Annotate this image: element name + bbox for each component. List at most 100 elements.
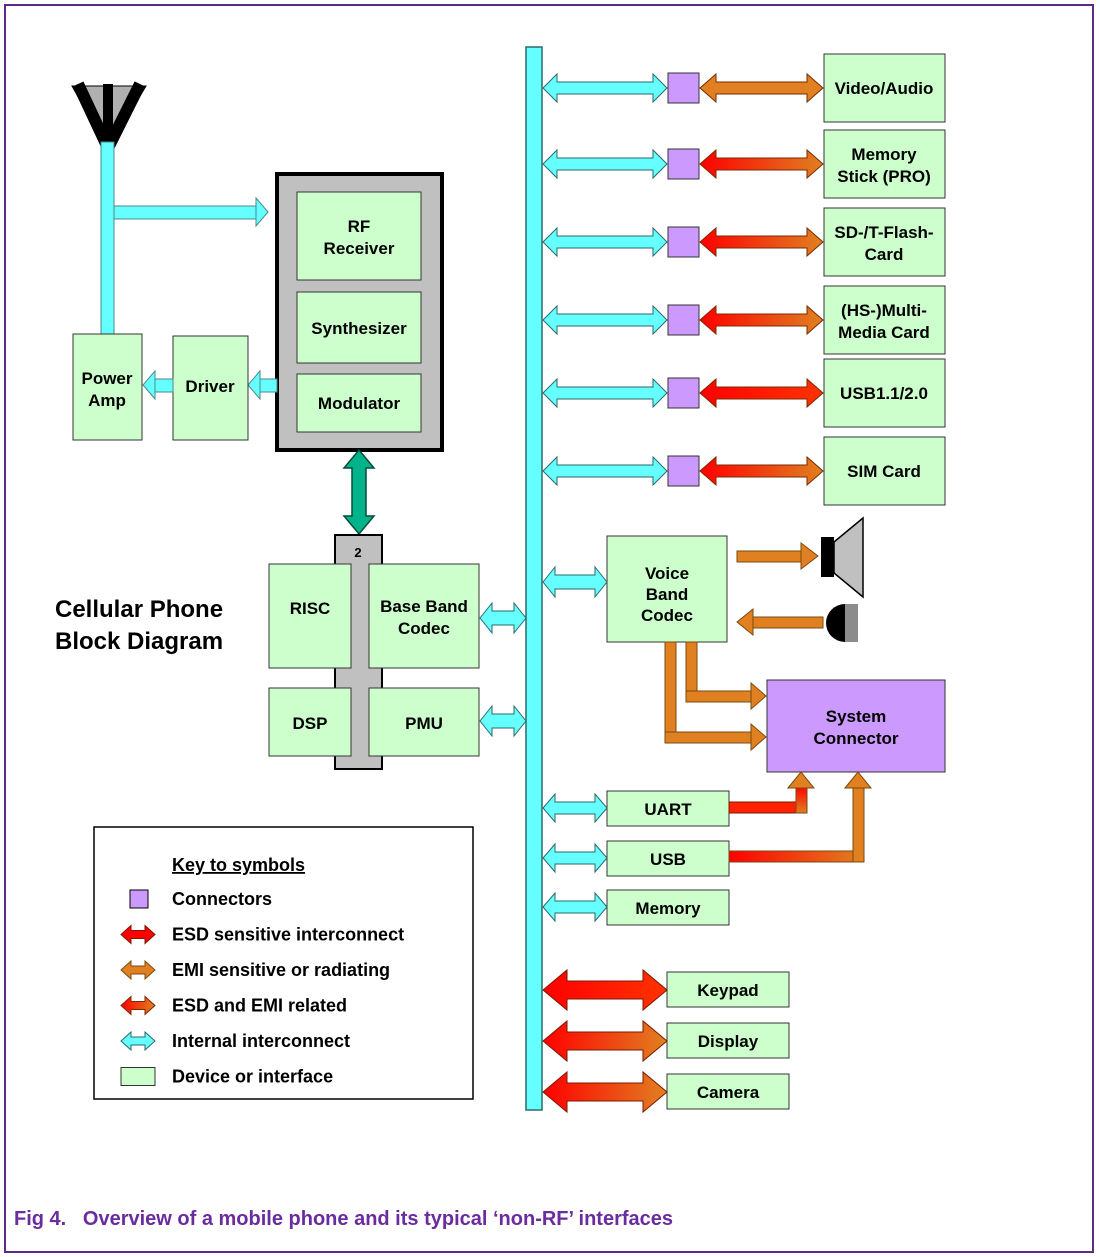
peripheral-row: SIM Card: [542, 436, 946, 506]
voice-codec-bus-arrow: [542, 565, 608, 599]
peripheral-device-box: [823, 285, 946, 355]
baseband-codec-block: Base Band Codec: [368, 563, 480, 669]
peripheral-row: (HS-)Multi-Media Card: [542, 285, 946, 355]
power-amp-block: Power Amp: [72, 333, 143, 441]
peripheral-row: SD-/T-Flash- Card: [542, 207, 946, 277]
legend-esd-arrow: [120, 924, 156, 945]
internal-interconnect-arrow: [542, 148, 668, 180]
risc-block: RISC: [268, 563, 352, 669]
microphone-icon: [736, 604, 858, 642]
pmu-label: PMU: [405, 714, 443, 733]
baseband-bus-number: 2: [354, 545, 361, 560]
pmu-block: PMU: [368, 687, 480, 757]
diagram-title-line-2: Block Diagram: [55, 628, 223, 655]
peripheral-link-arrow: [699, 304, 824, 336]
connector-box: [667, 226, 700, 258]
diagram-title-line-1: Cellular Phone: [55, 596, 223, 623]
uart-label: UART: [644, 800, 692, 819]
synthesizer-label: Synthesizer: [311, 319, 407, 338]
system-connector-block: System Connector: [766, 679, 946, 773]
uart-usb-connector-links: [728, 771, 873, 863]
display-label: Display: [698, 1032, 759, 1051]
uart-block: UART: [606, 790, 730, 827]
legend-item: ESD sensitive interconnect: [120, 924, 404, 945]
peripheral-device-box: [823, 53, 946, 123]
internal-block-bus-arrows: [542, 792, 608, 923]
peripheral-label: Video/Audio: [835, 79, 934, 98]
modulator-label: Modulator: [318, 394, 401, 413]
legend-item-label: ESD sensitive interconnect: [172, 925, 404, 945]
risc-label: RISC: [290, 599, 331, 618]
pmu-bus-arrow: [479, 704, 527, 738]
peripheral-link-arrow: [699, 148, 824, 180]
legend-item: ESD and EMI related: [120, 995, 347, 1016]
usb-block: USB: [606, 840, 730, 877]
rf-receiver-label-2: Receiver: [324, 239, 395, 258]
peripheral-row: Video/Audio: [542, 53, 946, 123]
connector-box: [667, 304, 700, 336]
modulator-driver-arrow: [247, 369, 278, 401]
usb-label: USB: [650, 850, 686, 869]
legend-item: Internal interconnect: [120, 1030, 350, 1052]
connector-box: [667, 72, 700, 104]
connector-box: [667, 455, 700, 487]
peripheral-link-arrow: [699, 226, 824, 258]
display-block: Display: [666, 1022, 790, 1059]
figure-caption: Fig 4. Overview of a mobile phone and it…: [14, 1208, 674, 1230]
baseband-codec-label-2: Codec: [398, 619, 450, 638]
legend-item-label: ESD and EMI related: [172, 996, 347, 1016]
peripheral-link-arrow: [699, 377, 824, 409]
internal-interconnect-arrow: [542, 455, 668, 487]
legend-device-swatch: [120, 1067, 156, 1086]
driver-label: Driver: [185, 377, 235, 396]
voice-band-codec-block: Voice Band Codec: [606, 535, 728, 643]
dsp-block: DSP: [268, 687, 352, 757]
legend-internal-arrow: [120, 1030, 156, 1052]
peripheral-device-box: [823, 129, 946, 199]
speaker-icon: [736, 516, 864, 599]
synthesizer-block: Synthesizer: [296, 291, 422, 364]
camera-block: Camera: [666, 1073, 790, 1110]
modulator-block: Modulator: [296, 373, 422, 433]
power-amp-label-2: Amp: [88, 391, 126, 410]
peripheral-label: SD-/T-Flash-: [834, 223, 933, 242]
rf-receiver-block: RF Receiver: [296, 191, 422, 281]
peripheral-label: SIM Card: [847, 462, 921, 481]
legend-item-label: Internal interconnect: [172, 1031, 350, 1051]
legend-item-label: Connectors: [172, 889, 272, 909]
legend-item: Connectors: [129, 889, 272, 909]
legend-item: Device or interface: [120, 1067, 333, 1087]
connector-box: [667, 148, 700, 180]
legend-connector-swatch: [129, 889, 149, 909]
figure-frame: [4, 4, 1094, 1253]
legend-emi-arrow: [120, 959, 156, 981]
driver-block: Driver: [172, 335, 249, 441]
peripheral-device-box: [823, 358, 946, 428]
peripheral-device-box: [823, 207, 946, 277]
peripheral-link-arrow: [699, 72, 824, 104]
baseband-codec-label-1: Base Band: [380, 597, 468, 616]
rf-baseband-arrow: [342, 448, 376, 536]
peripheral-label: Card: [865, 245, 904, 264]
peripheral-label: Memory: [851, 145, 917, 164]
keypad-block: Keypad: [666, 971, 790, 1008]
main-internal-bus: [525, 46, 543, 1111]
legend-item-label: Device or interface: [172, 1067, 333, 1087]
internal-interconnect-arrow: [542, 304, 668, 336]
dsp-label: DSP: [293, 714, 328, 733]
memory-label: Memory: [635, 899, 701, 918]
legend-item-label: EMI sensitive or radiating: [172, 960, 390, 980]
system-connector-label-1: System: [826, 707, 886, 726]
voice-codec-label-3: Codec: [641, 606, 693, 625]
camera-label: Camera: [697, 1083, 760, 1102]
peripheral-link-arrow: [699, 455, 824, 487]
rf-receiver-label-1: RF: [348, 217, 371, 236]
peripheral-row: USB1.1/2.0: [542, 358, 946, 428]
peripheral-label: USB1.1/2.0: [840, 384, 928, 403]
user-device-bus-arrows: [542, 968, 668, 1114]
memory-block: Memory: [606, 889, 730, 926]
